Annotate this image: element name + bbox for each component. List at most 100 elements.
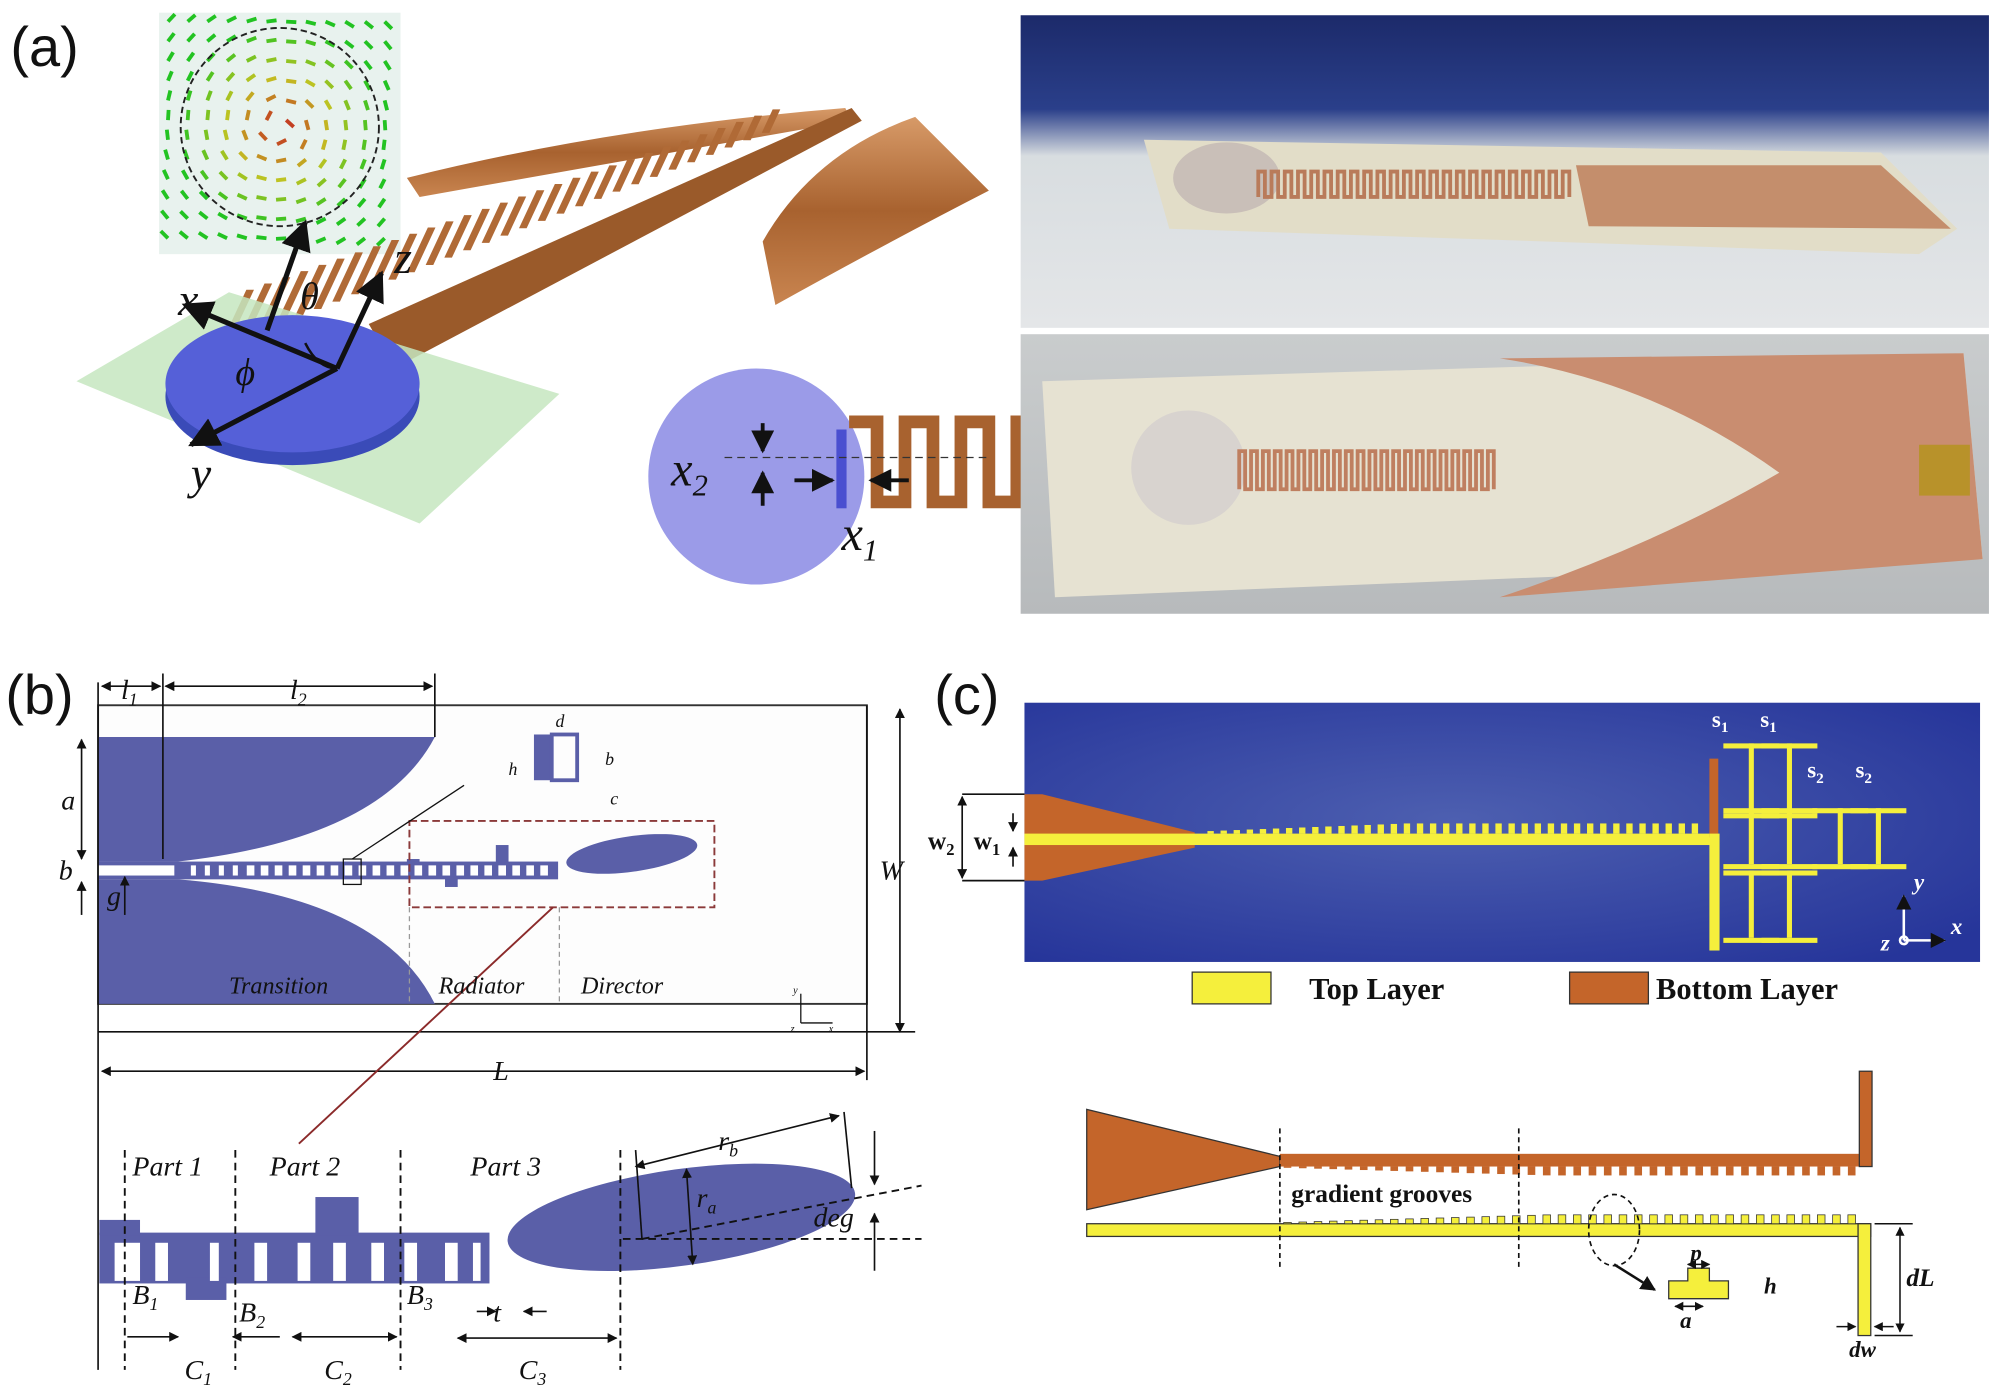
meander-segment	[575, 171, 599, 207]
field-arrow	[160, 189, 170, 200]
top-groove	[1466, 1216, 1475, 1225]
transition-lower	[98, 879, 435, 1004]
groove	[1233, 830, 1240, 834]
field-arrow	[178, 230, 189, 240]
s1-label-a: s1	[1712, 707, 1729, 736]
stub	[444, 876, 458, 887]
groove	[1285, 828, 1293, 834]
p-label: p	[1688, 1241, 1701, 1266]
field-arrow	[324, 59, 335, 69]
slot-gap	[98, 865, 175, 876]
x1-label: x1	[840, 508, 878, 567]
slot	[484, 865, 493, 876]
top-groove	[1283, 1222, 1292, 1225]
field-arrow	[286, 39, 297, 44]
detail-slot	[371, 1242, 385, 1281]
bottom-groove	[1405, 1166, 1414, 1172]
bottom-groove	[1771, 1166, 1780, 1176]
top-groove	[1679, 1214, 1689, 1225]
detail-box	[408, 819, 716, 909]
B1-label: B1	[132, 1280, 158, 1314]
top-groove	[1451, 1217, 1460, 1225]
field-arrow	[265, 94, 277, 103]
C3-label: C3	[519, 1355, 547, 1389]
top-groove	[1786, 1214, 1795, 1225]
groove	[1560, 823, 1568, 834]
top-groove	[1756, 1214, 1765, 1225]
stub	[406, 859, 420, 865]
field-arrow	[246, 16, 258, 24]
groove	[1390, 823, 1398, 834]
bottom-groove	[1649, 1166, 1658, 1176]
ra-label: ra	[697, 1183, 717, 1217]
field-arrow	[185, 90, 193, 101]
groove	[1338, 825, 1345, 834]
field-arrow	[225, 90, 234, 102]
field-arrow	[344, 39, 355, 49]
top-groove	[1817, 1214, 1826, 1225]
layer-detail: gradient grooves p h a dL dw	[1086, 1070, 1935, 1362]
groove	[1613, 823, 1620, 834]
field-arrow	[206, 33, 217, 43]
field-arrow	[245, 91, 255, 102]
groove	[1626, 823, 1633, 834]
field-arrow	[363, 119, 368, 131]
bottom-arm	[1709, 758, 1719, 838]
transition-upper	[98, 737, 435, 862]
groove	[1482, 823, 1489, 834]
slot	[288, 865, 297, 876]
field-arrow	[286, 19, 297, 25]
field-arrow	[375, 236, 386, 247]
bottom-groove	[1573, 1166, 1582, 1176]
field-arrow	[199, 169, 209, 181]
cell-bar	[1723, 937, 1780, 943]
field-arrow	[318, 158, 328, 169]
part-3-label: Part 3	[469, 1151, 541, 1182]
detail-slot	[155, 1242, 168, 1281]
cell-stem	[1786, 808, 1792, 865]
field-arrow	[266, 57, 277, 63]
bottom-groove	[1786, 1166, 1795, 1176]
field-arrow	[343, 99, 351, 111]
field-arrow	[296, 157, 308, 168]
meander-segment	[668, 140, 690, 170]
groove	[1469, 823, 1476, 834]
zoom-arrow	[298, 906, 554, 1145]
w2-label: w2	[928, 827, 955, 859]
slot	[246, 865, 255, 876]
svg-text:z: z	[790, 1024, 795, 1035]
bottom-groove	[1390, 1166, 1399, 1171]
field-arrow	[379, 158, 387, 170]
field-arrow	[203, 129, 210, 141]
slot	[442, 865, 451, 876]
t-label: t	[493, 1298, 502, 1329]
field-arrow	[166, 90, 173, 101]
bottom-groove	[1619, 1166, 1627, 1176]
meander-segment	[556, 177, 581, 214]
field-arrow	[256, 153, 268, 162]
a-label-c: a	[1680, 1308, 1691, 1333]
top-groove	[1496, 1215, 1506, 1225]
meander-segment	[462, 208, 490, 251]
part-1-label: Part 1	[131, 1151, 203, 1182]
groove	[1246, 829, 1254, 834]
slot	[414, 865, 423, 876]
groove	[1364, 824, 1371, 834]
slot	[344, 865, 353, 876]
field-arrow	[295, 216, 307, 224]
field-arrow	[185, 70, 194, 82]
bottom-groove	[1283, 1166, 1292, 1168]
field-arrow	[316, 177, 327, 188]
slot	[218, 865, 224, 876]
meander-segment	[332, 252, 363, 302]
groove	[1403, 823, 1411, 834]
dL-label: dL	[1906, 1264, 1934, 1292]
bottom-groove	[1603, 1166, 1612, 1176]
coord-axes-b: y z x	[790, 986, 834, 1035]
field-arrow	[381, 139, 387, 151]
top-groove	[1359, 1219, 1368, 1225]
bottom-groove	[1466, 1166, 1475, 1174]
top-groove	[1740, 1214, 1750, 1225]
top-groove	[1664, 1214, 1673, 1225]
